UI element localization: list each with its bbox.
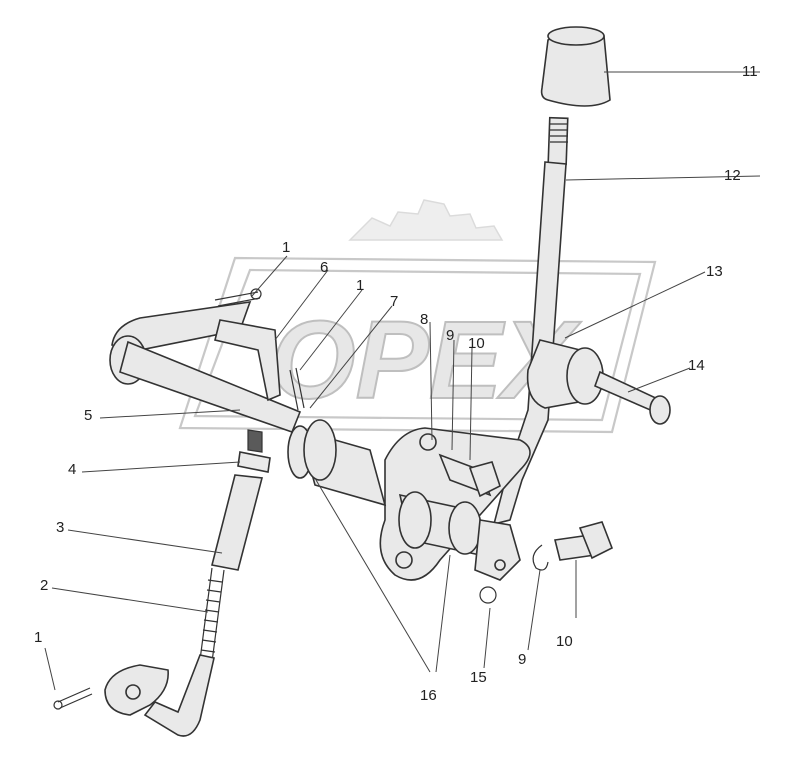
callout-5: 5	[84, 407, 92, 424]
lock-nut	[237, 429, 271, 473]
bushing	[526, 339, 604, 409]
callout-9-mid: 9	[446, 327, 454, 344]
callout-12: 12	[724, 167, 741, 184]
callout-9-right: 9	[518, 651, 526, 668]
callout-15: 15	[470, 669, 487, 686]
lever-hub	[474, 519, 521, 604]
callout-14: 14	[688, 357, 705, 374]
callout-1-bottom: 1	[34, 629, 42, 646]
shaft-assembly	[287, 419, 482, 557]
callout-2: 2	[40, 577, 48, 594]
lever-rod	[492, 116, 569, 526]
callout-7: 7	[390, 293, 398, 310]
washer-right	[532, 544, 549, 571]
callout-10-mid: 10	[468, 335, 485, 352]
callout-10-right: 10	[556, 633, 573, 650]
callout-4: 4	[68, 461, 76, 478]
turnbuckle	[211, 474, 264, 571]
bolt-middle	[438, 453, 501, 498]
bolt-right	[554, 521, 614, 561]
callout-1-mid: 1	[356, 277, 364, 294]
leader-lines	[44, 71, 761, 691]
cotter-pin-bottom	[53, 687, 93, 710]
pin-14	[593, 370, 671, 425]
threaded-rod	[143, 567, 225, 737]
cotter-pin-top	[214, 288, 262, 307]
callout-11: 11	[742, 63, 758, 80]
callout-6: 6	[320, 259, 328, 276]
callout-1-top: 1	[282, 239, 290, 256]
callout-13: 13	[706, 263, 723, 280]
callout-labels: 1 1 1 2 3 4 5 6 7 8 9 9 10 10 11 12 13 1…	[34, 63, 758, 704]
cotter-pin-mid	[289, 367, 305, 411]
callout-16: 16	[420, 687, 437, 704]
lever-knob	[540, 26, 611, 107]
callout-3: 3	[56, 519, 64, 536]
clevis-plate	[104, 664, 169, 716]
crank-arm	[109, 301, 302, 434]
callout-8: 8	[420, 311, 428, 328]
